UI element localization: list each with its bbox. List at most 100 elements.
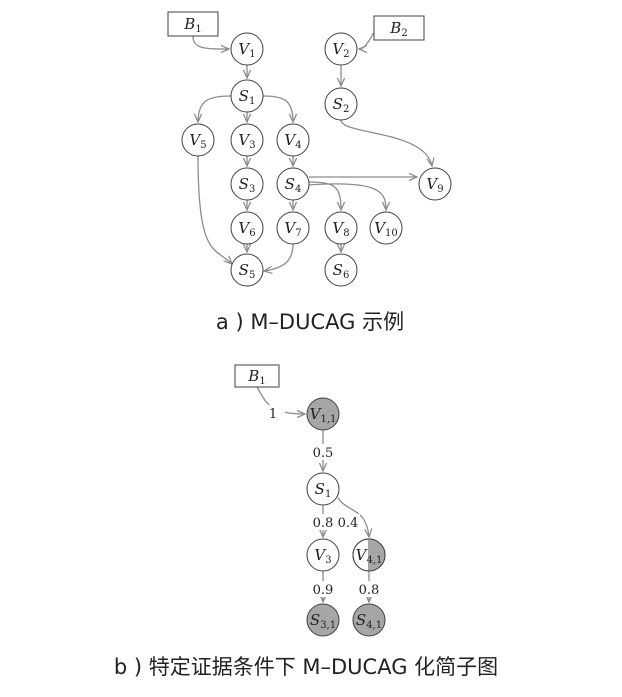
node-circle <box>369 211 403 245</box>
node-circle <box>230 253 264 287</box>
node-label: S4 <box>285 175 302 195</box>
node-label: V2 <box>332 40 349 60</box>
node-label: V3 <box>314 546 331 566</box>
node-label: S5 <box>239 261 256 281</box>
node-half-fill <box>368 539 385 571</box>
edge-weight-b1-v11: 1 <box>269 407 277 422</box>
node-label: V7 <box>284 219 301 239</box>
node-s1: S1 <box>306 472 340 506</box>
edge-weight-v11-s1: 0.5 <box>313 446 334 461</box>
node-circle <box>230 32 264 66</box>
node-v3: V3 <box>306 538 340 572</box>
node-box <box>373 15 425 41</box>
node-v9: V9 <box>418 167 452 201</box>
edge-s1-v4 <box>262 95 293 122</box>
node-label: V5 <box>189 131 206 151</box>
node-circle <box>276 211 310 245</box>
node-circle <box>306 397 340 431</box>
node-circle <box>230 123 264 157</box>
edge-weight-s1-v3: 0.8 <box>313 516 334 531</box>
node-v41: V4,1 <box>352 538 386 572</box>
node-v3: V3 <box>230 123 264 157</box>
node-label: S2 <box>333 95 350 115</box>
node-s4: S4 <box>276 167 310 201</box>
node-label: B1 <box>247 367 265 387</box>
caption-a: a ) M–DUCAG 示例 <box>216 310 404 334</box>
node-box <box>234 364 280 388</box>
node-b1: B1 <box>167 11 219 37</box>
node-label: V1 <box>238 40 255 60</box>
node-label: S3,1 <box>310 611 336 631</box>
node-label: V8 <box>332 219 349 239</box>
edge-weight-s1-v41: 0.4 <box>338 516 359 531</box>
node-v10: V10 <box>369 211 403 245</box>
node-b2: B2 <box>373 15 425 41</box>
node-label: V3 <box>238 131 255 151</box>
edge-weight-v3-s31: 0.9 <box>313 583 334 598</box>
node-outline <box>352 538 386 572</box>
node-label: S1 <box>239 87 256 107</box>
node-circle <box>230 79 264 113</box>
node-label: S3 <box>239 175 256 195</box>
edge-b1-v1 <box>192 35 229 49</box>
edge-v5-s5 <box>197 155 232 264</box>
node-label: B2 <box>389 19 407 39</box>
node-circle <box>324 253 358 287</box>
edge-s2-v9 <box>340 119 432 166</box>
edge-s1-v5 <box>198 95 232 122</box>
node-v1: V1 <box>230 32 264 66</box>
node-label: S4,1 <box>356 611 382 631</box>
edge-b2-v2 <box>359 30 376 49</box>
diagram-b-edges: 1 0.5 0.8 0.4 0.9 0.8 <box>256 386 381 602</box>
node-s31: S3,1 <box>306 603 340 637</box>
weight-bg <box>336 514 360 530</box>
node-circle <box>306 603 340 637</box>
node-circle <box>276 167 310 201</box>
node-label: V6 <box>238 219 255 239</box>
node-circle <box>306 538 340 572</box>
node-s3: S3 <box>230 167 264 201</box>
node-label: V10 <box>374 219 398 239</box>
node-s41: S4,1 <box>352 603 386 637</box>
node-v8: V8 <box>324 211 358 245</box>
node-circle <box>230 167 264 201</box>
edge-s4-v8 <box>307 181 341 210</box>
node-label: V1,1 <box>310 405 337 425</box>
node-label: S1 <box>315 480 332 500</box>
node-label: V9 <box>426 175 443 195</box>
node-v6: V6 <box>230 211 264 245</box>
weight-bg <box>311 444 335 460</box>
node-label: S6 <box>333 261 350 281</box>
weight-bg <box>357 581 381 597</box>
node-v4: V4 <box>276 123 310 157</box>
node-label: V4,1 <box>356 546 383 566</box>
weight-bg <box>311 581 335 597</box>
edge-weight-v41-s41: 0.8 <box>359 583 380 598</box>
node-s1: S1 <box>230 79 264 113</box>
node-circle <box>230 211 264 245</box>
node-circle <box>418 167 452 201</box>
node-s6: S6 <box>324 253 358 287</box>
caption-b: b ) 特定证据条件下 M–DUCAG 化简子图 <box>114 655 498 679</box>
node-v5: V5 <box>181 123 215 157</box>
edge-v7-s5 <box>264 243 294 271</box>
edge-s1-v41 <box>337 497 369 537</box>
node-circle <box>324 87 358 121</box>
node-v7: V7 <box>276 211 310 245</box>
weight-bg <box>261 405 285 421</box>
node-circle <box>324 32 358 66</box>
node-s2: S2 <box>324 87 358 121</box>
node-label: V4 <box>284 131 301 151</box>
node-circle <box>276 123 310 157</box>
node-s5: S5 <box>230 253 264 287</box>
node-v11: V1,1 <box>306 397 340 431</box>
node-v2: V2 <box>324 32 358 66</box>
node-circle <box>306 472 340 506</box>
edge-s4-v10 <box>307 183 386 210</box>
node-box <box>167 11 219 37</box>
